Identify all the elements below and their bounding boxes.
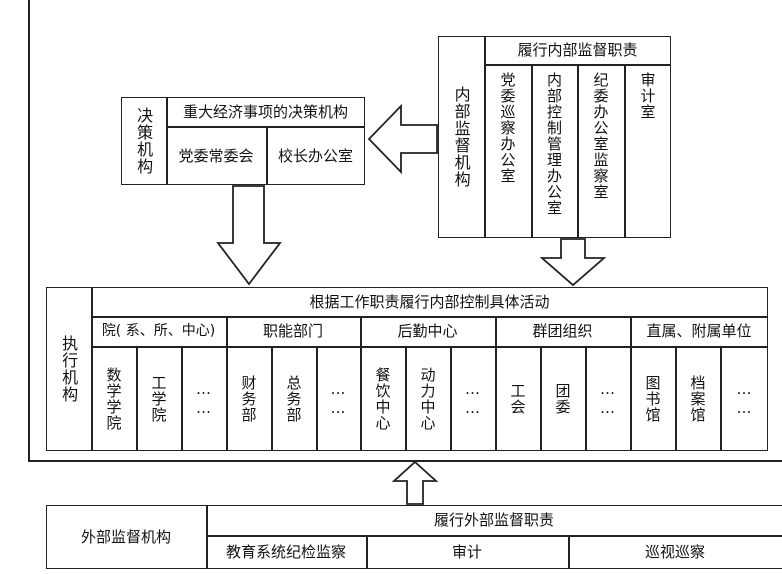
item-sep [316, 346, 318, 451]
group-sep-4 [630, 316, 632, 451]
group-sep-3 [495, 316, 497, 451]
external-item-3: 巡视巡察 [644, 543, 705, 561]
decision-divider-mid [266, 126, 268, 185]
external-side-label: 外部监督机构 [80, 528, 171, 546]
internal-col-2 [531, 64, 533, 238]
exec-item-ellipsis: …… [194, 379, 213, 418]
exec-item: 数学学院 [104, 366, 123, 431]
exec-divider-v [91, 287, 93, 451]
item-sep [181, 346, 183, 451]
exec-divider-h2 [91, 346, 768, 348]
outer-frame-left [28, 0, 30, 461]
execution-side-label: 执行机构 [59, 335, 79, 403]
execution-box [46, 287, 768, 451]
arrow-up-icon [391, 460, 439, 505]
decision-side-label: 决策机构 [134, 107, 154, 175]
internal-item-4: 审计室 [638, 72, 657, 120]
decision-divider-h [166, 126, 365, 128]
item-sep [271, 346, 273, 451]
item-sep [585, 346, 587, 451]
external-divider-h [206, 535, 782, 537]
exec-divider-h1 [91, 316, 768, 318]
exec-item-ellipsis: …… [329, 379, 347, 418]
exec-item: 动力中心 [418, 366, 437, 431]
internal-divider-v [484, 36, 486, 238]
internal-item-2: 内部控制管理办公室 [545, 72, 563, 216]
external-divider-v [206, 505, 208, 569]
item-sep [675, 346, 677, 451]
decision-item-2: 校长办公室 [277, 146, 353, 165]
exec-item-ellipsis: …… [463, 379, 482, 418]
internal-col-4 [624, 64, 626, 238]
internal-box [438, 36, 671, 238]
exec-item: 总务部 [284, 374, 303, 423]
exec-item-ellipsis: …… [735, 379, 753, 418]
exec-item-ellipsis: …… [598, 379, 617, 418]
group-header-logistics: 后勤中心 [397, 322, 458, 340]
arrow-down-icon [216, 185, 282, 286]
exec-item: 工学院 [149, 374, 168, 423]
internal-title: 履行内部监督职责 [517, 41, 638, 59]
decision-divider-v [166, 97, 168, 185]
external-box [46, 505, 782, 569]
execution-title: 根据工作职责履行内部控制具体活动 [309, 292, 550, 311]
group-sep-2 [360, 316, 362, 451]
decision-item-1: 党委常委会 [178, 146, 254, 165]
group-sep-1 [226, 316, 228, 451]
exec-item: 工会 [508, 382, 527, 415]
exec-item: 财务部 [239, 374, 258, 423]
exec-item: 图书馆 [643, 374, 662, 423]
item-sep [450, 346, 452, 451]
group-header-colleges: 院( 系、所、中心) [101, 322, 216, 339]
item-sep [540, 346, 542, 451]
arrow-left-icon [367, 103, 438, 175]
outer-frame-bottom [28, 460, 782, 462]
internal-item-1: 党委巡察办公室 [498, 72, 517, 184]
decision-title: 重大经济事项的决策机构 [182, 102, 348, 121]
group-header-affiliated: 直属、附属单位 [646, 322, 752, 340]
external-item-1: 教育系统纪检监察 [225, 543, 346, 561]
decision-box [121, 97, 365, 185]
internal-item-3: 纪委办公室监察室 [591, 72, 610, 200]
exec-item: 餐饮中心 [373, 366, 392, 431]
item-sep [136, 346, 138, 451]
internal-col-3 [577, 64, 579, 238]
external-col-3 [568, 535, 570, 569]
group-header-mass-orgs: 群团组织 [532, 322, 593, 340]
exec-item: 档案馆 [688, 374, 707, 423]
exec-item: 团委 [553, 382, 572, 415]
external-col-2 [366, 535, 368, 569]
group-header-functional: 职能部门 [262, 322, 323, 340]
arrow-down-icon-2 [539, 238, 607, 287]
internal-side-label: 内部监督机构 [451, 86, 471, 188]
item-sep [720, 346, 722, 451]
external-item-2: 审计 [451, 543, 482, 561]
item-sep [405, 346, 407, 451]
external-title: 履行外部监督职责 [433, 511, 554, 529]
